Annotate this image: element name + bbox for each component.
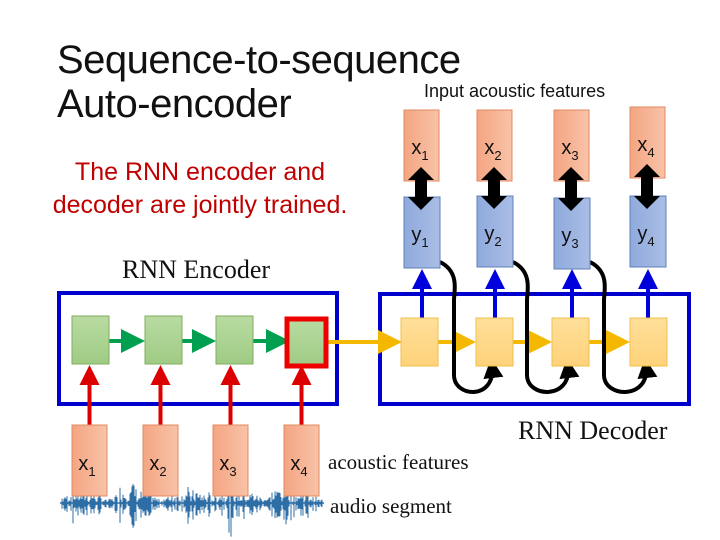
acoustic-feature-label-base: x [290, 453, 300, 475]
input-features-label: Input acoustic features [424, 81, 606, 101]
encoder-cell [215, 315, 254, 365]
title-line-2: Auto-encoder [57, 82, 292, 126]
output-label-subscript: 1 [421, 235, 428, 250]
encoder-cell-final-highlighted [284, 316, 329, 369]
feedback-arrow [511, 260, 580, 394]
target-feature-box [553, 109, 590, 182]
acoustic-feature-label: x4 [290, 453, 307, 479]
title-line-1: Sequence-to-sequence [57, 38, 461, 82]
acoustic-feature-3: x3 [212, 424, 249, 497]
target-feature-label: x1 [411, 137, 428, 163]
acoustic-feature-label-subscript: 4 [300, 464, 307, 479]
reconstruction-double-arrow-icon [558, 167, 584, 211]
acoustic-feature-4: x4 [283, 424, 320, 497]
encoder-cell [71, 315, 110, 365]
acoustic-feature-2: x2 [142, 424, 179, 497]
training-note-line-2: decoder are jointly trained. [52, 191, 348, 219]
acoustic-feature-label-subscript: 1 [88, 464, 95, 479]
decoder-cell [551, 317, 590, 367]
training-note-line-1: The RNN encoder and [74, 158, 326, 186]
encoder-cell [144, 315, 183, 365]
output-label-base: y [484, 223, 494, 245]
acoustic-feature-label-base: x [149, 453, 159, 475]
target-feature-3: x3 [553, 109, 590, 182]
output-label-base: y [561, 225, 571, 247]
output-label-subscript: 4 [647, 234, 654, 249]
target-feature-label-subscript: 3 [571, 148, 578, 163]
acoustic-feature-box [212, 424, 249, 497]
target-feature-label-subscript: 2 [494, 148, 501, 163]
acoustic-feature-box [142, 424, 179, 497]
output-label: y2 [484, 223, 501, 249]
output-label: y3 [561, 225, 578, 251]
encoder-frame [57, 291, 339, 406]
training-note: The RNN encoder and decoder are jointly … [30, 156, 370, 222]
acoustic-feature-label-base: x [219, 453, 229, 475]
acoustic-feature-1: x1 [71, 424, 108, 497]
output-label-subscript: 2 [494, 234, 501, 249]
reconstruction-double-arrow-icon [634, 164, 660, 209]
audio-waveform [60, 477, 324, 537]
reconstruction-double-arrow-icon [481, 167, 507, 209]
target-feature-label: x3 [561, 137, 578, 163]
acoustic-feature-box [283, 424, 320, 497]
decoder-cell [475, 317, 514, 367]
target-feature-label-base: x [411, 137, 421, 159]
acoustic-feature-label: x1 [78, 453, 95, 479]
target-feature-label-base: x [637, 134, 647, 156]
target-feature-label-base: x [484, 137, 494, 159]
output-label-subscript: 3 [571, 236, 578, 251]
output-label: y1 [411, 224, 428, 250]
output-label-base: y [637, 223, 647, 245]
decoder-cell [400, 317, 439, 367]
target-feature-label: x4 [637, 134, 654, 160]
encoder-label: RNN Encoder [122, 255, 271, 284]
decoder-cell [629, 317, 668, 367]
acoustic-feature-label-subscript: 3 [229, 464, 236, 479]
target-feature-label: x2 [484, 137, 501, 163]
target-feature-label-subscript: 4 [647, 145, 654, 160]
feedback-arrow [588, 260, 658, 394]
acoustic-feature-label-base: x [78, 453, 88, 475]
acoustic-feature-label-subscript: 2 [159, 464, 166, 479]
acoustic-features-label: acoustic features [328, 450, 469, 474]
output-label: y4 [637, 223, 654, 249]
acoustic-feature-label: x3 [219, 453, 236, 479]
decoder-label: RNN Decoder [518, 416, 668, 445]
reconstruction-double-arrow-icon [408, 167, 434, 210]
target-feature-label-subscript: 1 [421, 148, 428, 163]
acoustic-feature-box [71, 424, 108, 497]
target-feature-label-base: x [561, 137, 571, 159]
slide-title: Sequence-to-sequence Auto-encoder [57, 38, 461, 126]
acoustic-feature-label: x2 [149, 453, 166, 479]
output-label-base: y [411, 224, 421, 246]
audio-segment-label: audio segment [330, 494, 452, 518]
feedback-arrow [438, 260, 504, 394]
